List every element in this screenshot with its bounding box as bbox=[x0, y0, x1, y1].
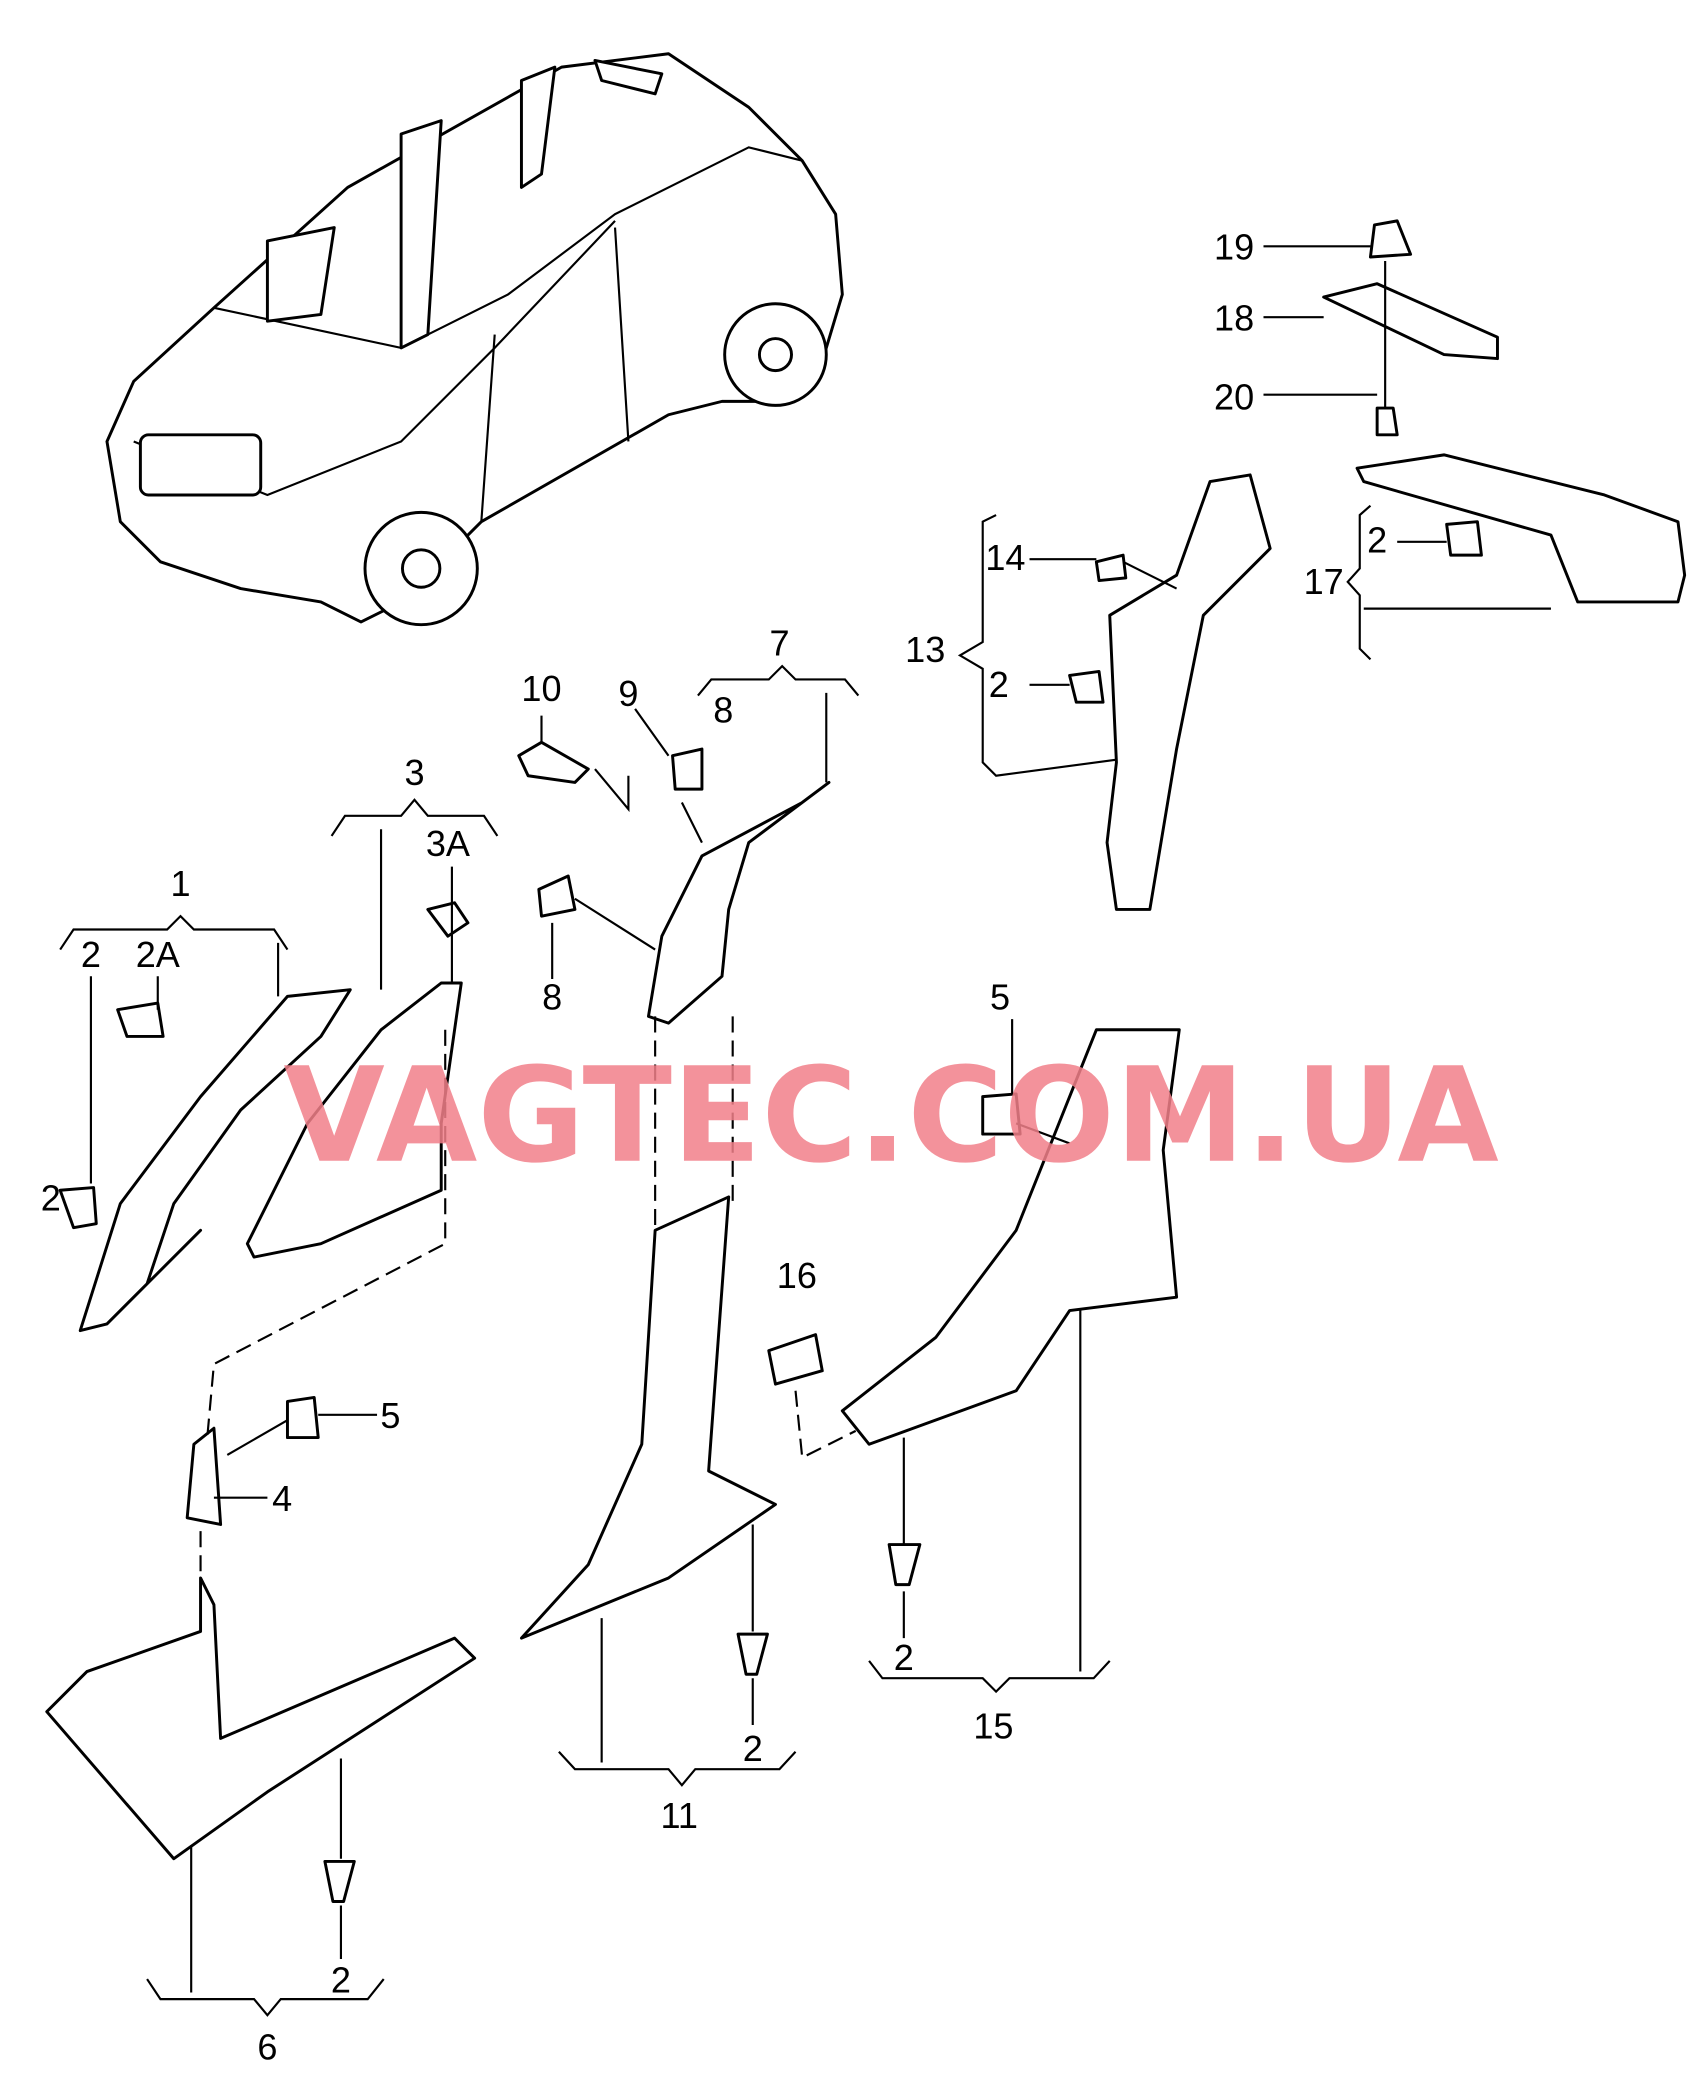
callout-labels: 1 2 2A 2 3 3A 5 4 2 6 10 9 7 8 8 2 11 16… bbox=[41, 227, 1387, 2068]
callout-5: 5 bbox=[380, 1395, 400, 1436]
callout-4: 4 bbox=[272, 1478, 292, 1519]
callout-5: 5 bbox=[990, 977, 1010, 1018]
callout-6: 6 bbox=[257, 2026, 277, 2067]
watermark: VAGTEC.COM.UA bbox=[283, 1039, 1498, 1192]
callout-2: 2 bbox=[894, 1637, 914, 1678]
callout-2: 2 bbox=[1367, 519, 1387, 560]
callout-2A: 2A bbox=[136, 934, 180, 975]
car-illustration bbox=[105, 52, 844, 627]
callout-9: 9 bbox=[618, 673, 638, 714]
callout-15: 15 bbox=[973, 1705, 1013, 1746]
callout-10: 10 bbox=[521, 668, 561, 709]
leader-lines bbox=[59, 245, 1551, 2017]
callout-19: 19 bbox=[1214, 227, 1254, 268]
callout-14: 14 bbox=[985, 537, 1025, 578]
callout-2-side: 2 bbox=[41, 1177, 61, 1218]
callout-18: 18 bbox=[1214, 298, 1254, 339]
callout-2: 2 bbox=[81, 934, 101, 975]
callout-16: 16 bbox=[777, 1255, 817, 1296]
callout-20: 20 bbox=[1214, 376, 1254, 417]
callout-2: 2 bbox=[743, 1728, 763, 1769]
callout-1: 1 bbox=[170, 863, 190, 904]
callout-3A: 3A bbox=[426, 823, 470, 864]
callout-11: 11 bbox=[660, 1795, 697, 1836]
callout-13: 13 bbox=[905, 629, 945, 670]
callout-8: 8 bbox=[542, 977, 562, 1018]
callout-7: 7 bbox=[769, 622, 789, 663]
callout-3: 3 bbox=[404, 752, 424, 793]
callout-17: 17 bbox=[1304, 561, 1344, 602]
part-shapes bbox=[45, 219, 1687, 1903]
callout-2: 2 bbox=[989, 664, 1009, 705]
callout-8: 8 bbox=[713, 689, 733, 730]
callout-2: 2 bbox=[331, 1959, 351, 2000]
